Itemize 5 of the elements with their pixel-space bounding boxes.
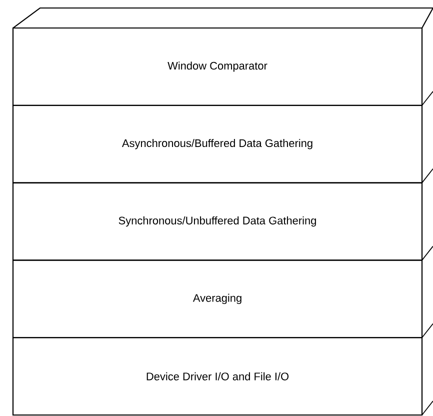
layer-box: Window Comparator <box>12 27 423 106</box>
layer-box: Synchronous/Unbuffered Data Gathering <box>12 182 423 261</box>
layer-box: Asynchronous/Buffered Data Gathering <box>12 104 423 184</box>
layer-box: Device Driver I/O and File I/O <box>12 337 423 416</box>
layer-box: Averaging <box>12 260 423 338</box>
